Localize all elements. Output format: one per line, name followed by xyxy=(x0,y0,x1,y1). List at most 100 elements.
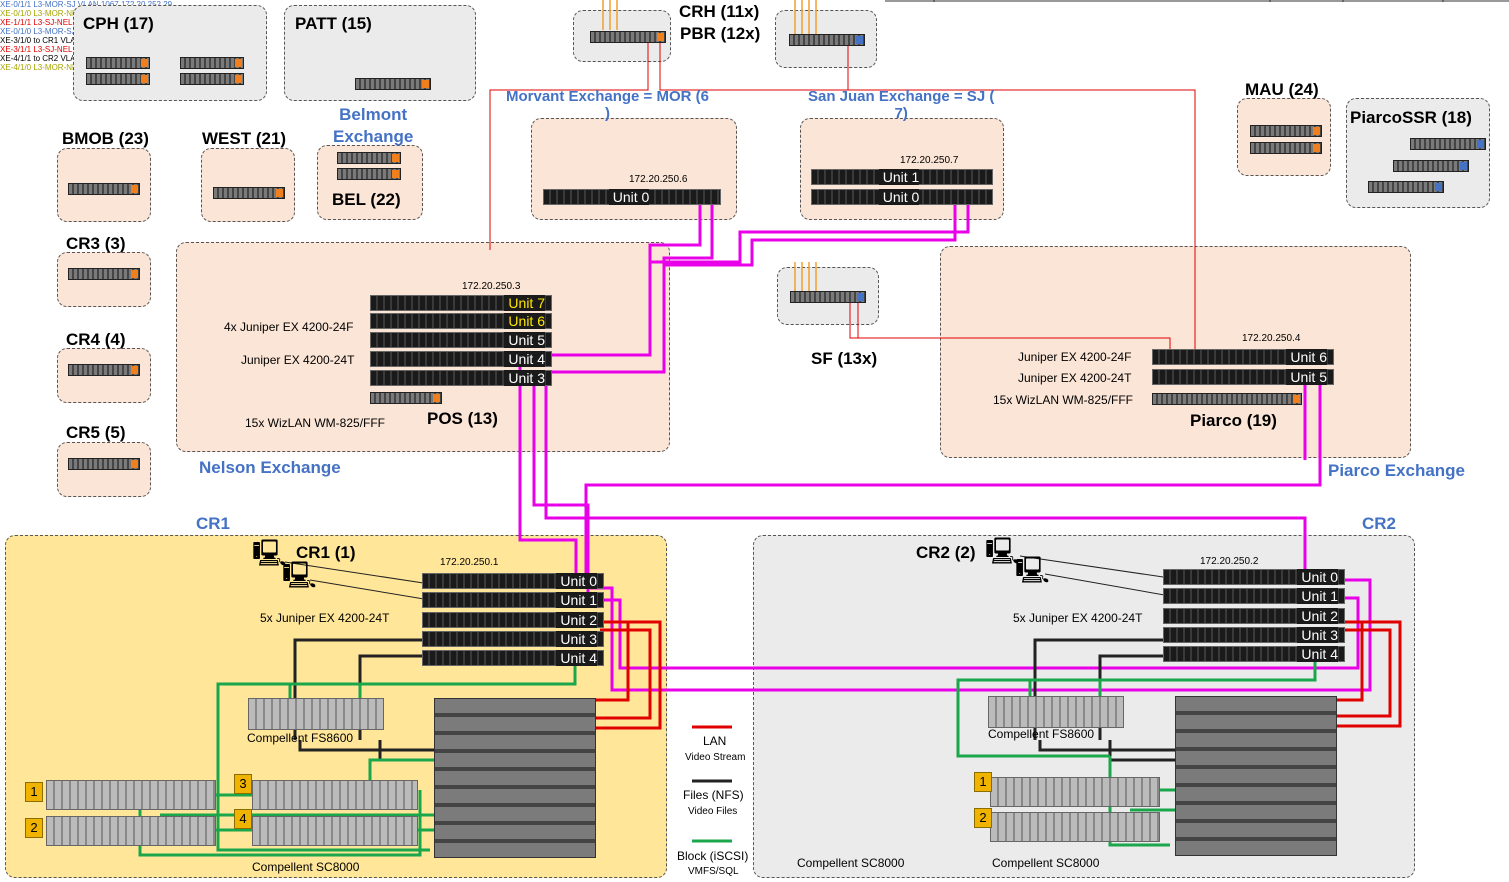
site-title-bel: BEL (22) xyxy=(332,190,401,209)
cr1-device: 5x Juniper EX 4200-24T xyxy=(260,611,390,625)
server-icon xyxy=(46,816,216,846)
nelson-unit-7: Unit 7 xyxy=(370,295,552,311)
nelson-unit-5: Unit 5 xyxy=(370,332,552,348)
shelf-number: 2 xyxy=(974,808,992,828)
site-title-mau: MAU (24) xyxy=(1245,80,1319,99)
cr2-ip: 172.20.250.2 xyxy=(1200,556,1259,567)
nelson-device-1: 4x Juniper EX 4200-24F xyxy=(224,320,354,334)
switch-icon xyxy=(180,57,244,69)
server-icon xyxy=(990,777,1160,807)
switch-icon xyxy=(86,57,150,69)
computer-icon: 🖳 xyxy=(985,536,1020,566)
switch-icon xyxy=(789,34,865,46)
nelson-device-2: Juniper EX 4200-24T xyxy=(241,353,355,367)
server-icon xyxy=(252,780,418,810)
shelf-number: 4 xyxy=(234,809,252,829)
morvant-unit-0: Unit 0 xyxy=(543,189,721,205)
nelson-exchange-label: Nelson Exchange xyxy=(199,458,341,477)
switch-icon xyxy=(1250,142,1322,154)
site-title-cr4: CR4 (4) xyxy=(66,330,126,349)
computer-icon: 🖳 xyxy=(1015,555,1050,585)
switch-icon xyxy=(790,291,866,303)
cr2-device: 5x Juniper EX 4200-24T xyxy=(1013,611,1143,625)
site-bel xyxy=(317,145,423,220)
morvant-vlan-1: XE-0/1/1 L3-MOR-SJ VLAN 1067 172.20.252.… xyxy=(0,0,172,9)
site-title-bmob: BMOB (23) xyxy=(62,129,149,148)
switch-icon xyxy=(86,73,150,85)
site-title-cr5: CR5 (5) xyxy=(66,423,126,442)
piarco-device-3: 15x WizLAN WM-825/FFF xyxy=(993,393,1134,407)
site-west xyxy=(201,148,295,222)
switch-icon xyxy=(68,183,140,195)
switch-icon xyxy=(180,73,244,85)
shelf-number: 3 xyxy=(234,774,252,794)
switch-icon xyxy=(1152,393,1302,405)
switch-icon xyxy=(1393,160,1469,172)
piarco-exchange-label: Piarco Exchange xyxy=(1328,461,1466,480)
cr2-site: CR2 (2) xyxy=(916,543,976,562)
switch-icon xyxy=(1368,181,1444,193)
piarco-unit-6: Unit 6 xyxy=(1152,349,1334,365)
site-cph xyxy=(73,5,267,101)
morvant-ip: 172.20.250.6 xyxy=(629,174,688,185)
switch-icon xyxy=(370,392,442,404)
server-icon xyxy=(46,780,216,810)
site-mau xyxy=(1237,98,1331,176)
nelson-device-3: 15x WizLAN WM-825/FFF xyxy=(245,416,386,430)
computer-icon: 🖳 xyxy=(252,538,287,568)
shelf-number: 1 xyxy=(25,782,43,802)
shelf-number: 1 xyxy=(974,772,992,792)
site-title-cph: CPH (17) xyxy=(83,14,154,33)
legend-lan: LAN xyxy=(703,734,727,748)
nelson-unit-6: Unit 6 xyxy=(370,313,552,329)
switch-icon xyxy=(1250,125,1322,137)
nelson-ip: 172.20.250.3 xyxy=(462,281,521,292)
switch-icon xyxy=(337,168,401,180)
cr2-unit-1: Unit 1 xyxy=(1163,588,1345,604)
switch-icon xyxy=(590,31,666,43)
piarco-site: Piarco (19) xyxy=(1190,411,1277,430)
belmont-exchange-label: Belmont Exchange xyxy=(333,105,414,146)
switch-icon xyxy=(68,268,140,280)
switch-icon xyxy=(355,78,431,90)
piarco-ip: 172.20.250.4 xyxy=(1242,333,1301,344)
nelson-unit-4: Unit 4 xyxy=(370,351,552,367)
cr1-sc8000: Compellent SC8000 xyxy=(252,860,360,874)
sanjuan-ip: 172.20.250.7 xyxy=(900,155,959,166)
site-title-piarcossr: PiarcoSSR (18) xyxy=(1350,108,1472,127)
site-title-crh: CRH (11x) xyxy=(679,2,760,21)
shelf-number: 2 xyxy=(25,818,43,838)
piarco-device-2: Juniper EX 4200-24T xyxy=(1018,371,1132,385)
cr1-label: CR1 xyxy=(196,514,231,533)
server-icon xyxy=(990,812,1160,842)
legend-nfs: Files (NFS) xyxy=(683,788,744,802)
cr2-fs8600: Compellent FS8600 xyxy=(988,727,1095,741)
legend-iscsi-sub: VMFS/SQL xyxy=(688,866,739,877)
storage-icon xyxy=(988,696,1124,728)
nelson-site: POS (13) xyxy=(427,409,498,428)
server-icon xyxy=(1175,696,1337,856)
cr1-unit-4: Unit 4 xyxy=(422,650,604,666)
sanjuan-title: San Juan Exchange = SJ ( 7) xyxy=(808,88,995,122)
morvant-title: Morvant Exchange = MOR (6 ) xyxy=(506,88,709,122)
cr2-unit-4: Unit 4 xyxy=(1163,646,1345,662)
nelson-unit-3: Unit 3 xyxy=(370,370,552,386)
cr1-ip: 172.20.250.1 xyxy=(440,557,499,568)
cr1-site: CR1 (1) xyxy=(296,543,356,562)
site-title-sf: SF (13x) xyxy=(811,349,878,368)
cr1-unit-3: Unit 3 xyxy=(422,631,604,647)
cr2-unit-2: Unit 2 xyxy=(1163,608,1345,624)
server-icon xyxy=(252,816,418,846)
legend-iscsi: Block (iSCSI) xyxy=(677,849,749,863)
cr2-sc8000-1: Compellent SC8000 xyxy=(797,856,905,870)
site-title-west: WEST (21) xyxy=(202,129,287,148)
cr2-unit-3: Unit 3 xyxy=(1163,627,1345,643)
site-title-patt: PATT (15) xyxy=(295,14,372,33)
cr1-unit-0: Unit 0 xyxy=(422,573,604,589)
switch-icon xyxy=(213,187,285,199)
computer-icon: 🖳 xyxy=(282,560,317,590)
site-title-cr3: CR3 (3) xyxy=(66,234,126,253)
piarco-unit-5: Unit 5 xyxy=(1152,369,1334,385)
cr1-unit-2: Unit 2 xyxy=(422,612,604,628)
cr1-unit-1: Unit 1 xyxy=(422,592,604,608)
